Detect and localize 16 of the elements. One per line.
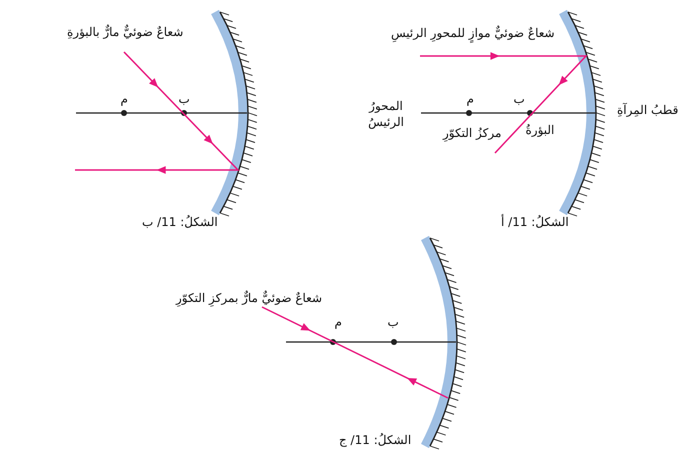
point-letter: م bbox=[334, 314, 342, 330]
point-letter: م bbox=[466, 91, 474, 107]
point-label: مركزُ التكوّرِ bbox=[443, 125, 502, 141]
axis-label: المحورُ الرئيسُ bbox=[367, 98, 405, 130]
point-letter: ب bbox=[178, 91, 190, 107]
point-label: البؤرةُ bbox=[526, 122, 554, 138]
point-letter: م bbox=[120, 91, 128, 107]
ray-label: شعاعٌ ضوئيٌّ مارٌّ بالبؤرةِ bbox=[67, 24, 184, 40]
figure-caption: الشكلُ: 11/ أ bbox=[501, 214, 569, 230]
ray-label: شعاعٌ ضوئيٌّ مارٌّ بمركزِ التكوّرِ bbox=[176, 290, 322, 306]
point-label: قطبُ المِرآةِ bbox=[617, 102, 678, 118]
figure-caption: الشكلُ: 11/ ب bbox=[142, 214, 218, 230]
point-letter: ب bbox=[514, 91, 525, 107]
point-letter: ب bbox=[388, 314, 399, 330]
figure-caption: الشكلُ: 11/ ج bbox=[339, 432, 412, 448]
ray-label: شعاعٌ ضوئيٌّ موازٍ للمحورِ الرئيسِ bbox=[391, 25, 555, 41]
